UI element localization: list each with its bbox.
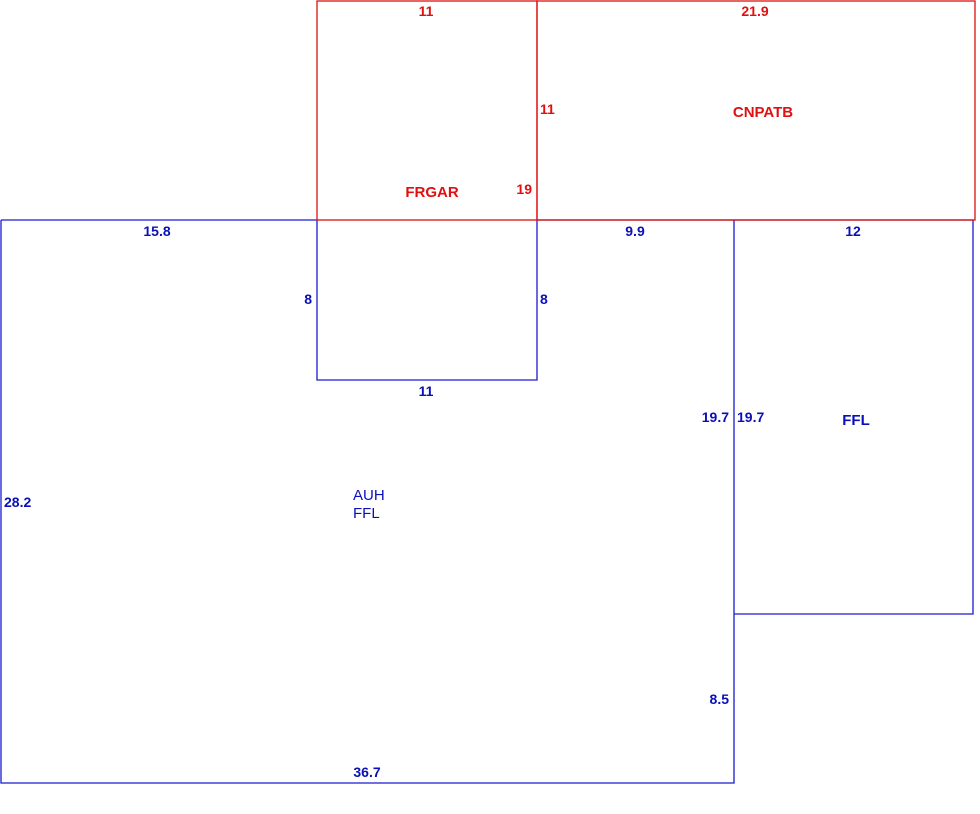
auh-top-right-dim: 9.9 — [625, 223, 645, 239]
auh-right-lower-dim: 8.5 — [710, 691, 730, 707]
auh-top-left-dim: 15.8 — [143, 223, 170, 239]
auh-notch-bottom-dim: 11 — [419, 383, 434, 399]
room-cnpatb-outline — [536, 0, 976, 221]
ffl-label: FFL — [842, 412, 870, 429]
frgar-right-dim: 19 — [516, 181, 532, 197]
ffl-left-dim: 19.7 — [737, 409, 764, 425]
frgar-top-dim: 11 — [419, 3, 434, 19]
auh-label-line2: FFL — [353, 505, 380, 522]
frgar-label: FRGAR — [405, 184, 458, 201]
ffl-top-dim: 12 — [845, 223, 861, 239]
auh-label-line1: AUH — [353, 487, 385, 504]
auh-bottom-dim: 36.7 — [353, 764, 380, 780]
auh-right-upper-dim: 19.7 — [702, 409, 729, 425]
auh-left-dim: 28.2 — [4, 494, 31, 510]
auh-notch-right-dim: 8 — [540, 291, 548, 307]
auh-notch-left-dim: 8 — [304, 291, 312, 307]
cnpatb-left-dim: 11 — [540, 101, 555, 117]
cnpatb-label: CNPATB — [733, 104, 793, 121]
cnpatb-top-dim: 21.9 — [741, 3, 768, 19]
